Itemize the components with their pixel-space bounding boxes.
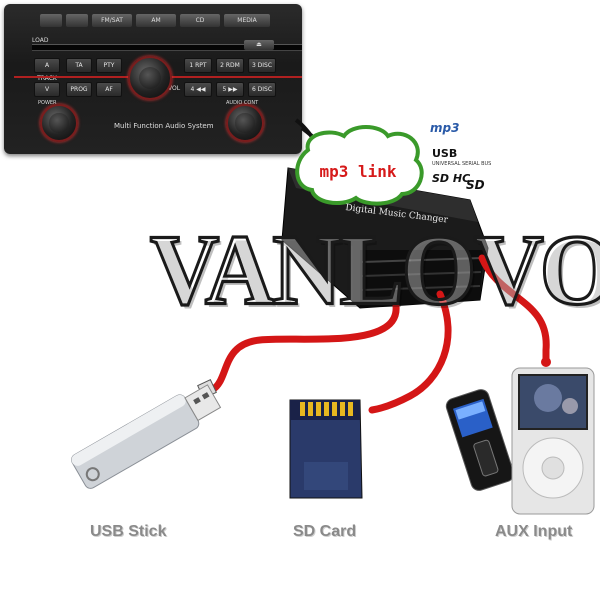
stereo-preset-4-button: 4 ◀◀ <box>184 82 212 97</box>
stereo-preset-3-button: 3 DISC <box>248 58 276 73</box>
stereo-vol-label: VOL <box>168 85 181 92</box>
stereo-af-button: AF <box>96 82 122 97</box>
vanlovo-watermark: VANLOVO <box>149 213 600 326</box>
stereo-load-label: LOAD <box>32 37 49 44</box>
sdhc-logo: SD HC <box>432 172 471 185</box>
sd-logo: SD <box>466 178 485 192</box>
stereo-am-button: AM <box>136 14 176 27</box>
stereo-system-text: Multi Function Audio System <box>114 122 214 130</box>
sd-cable <box>368 290 452 414</box>
sd-card <box>289 399 363 499</box>
stereo-v-button: V <box>34 82 60 97</box>
mp3-link-label: mp3 link <box>319 162 397 181</box>
car-stereo: FM/SAT AM CD MEDIA LOAD ⏏ A TRACK SEEK T… <box>4 4 302 154</box>
usb-stick-caption: USB Stick <box>90 523 167 540</box>
usb-logo-subtext: UNIVERSAL SERIAL BUS <box>432 161 492 167</box>
stereo-audio-label: AUDIO CONT <box>226 100 259 106</box>
mp3-logo: mp3 <box>430 121 460 135</box>
red-cables <box>208 254 550 414</box>
eject-icon: ⏏ <box>244 40 274 50</box>
stereo-volume-knob <box>128 56 172 100</box>
aux-input-caption: AUX Input <box>495 523 573 540</box>
mp3-player <box>445 389 515 491</box>
stereo-top-button-1 <box>40 14 62 27</box>
stereo-preset-6-button: 6 DISC <box>248 82 276 97</box>
aux-cable <box>478 254 550 366</box>
stereo-preset-5-button: 5 ▶▶ <box>216 82 244 97</box>
usb-cable <box>208 302 400 394</box>
stereo-top-button-2 <box>66 14 88 27</box>
stereo-cd-button: CD <box>180 14 220 27</box>
stereo-media-button: MEDIA <box>224 14 270 27</box>
ipod-device <box>511 367 595 515</box>
cd-slot <box>32 44 302 51</box>
usb-stick <box>71 384 222 489</box>
stereo-power-label: POWER <box>38 100 57 106</box>
stereo-fm-sat-button: FM/SAT <box>92 14 132 27</box>
stereo-ta-button: TA <box>66 58 92 73</box>
mp3-link-bubble <box>295 125 424 206</box>
stereo-power-knob <box>40 104 78 142</box>
stereo-audio-knob <box>226 104 264 142</box>
stereo-preset-1-button: 1 RPT <box>184 58 212 73</box>
sd-card-caption: SD Card <box>293 523 357 540</box>
stereo-preset-2-button: 2 RDM <box>216 58 244 73</box>
stereo-pty-button: PTY <box>96 58 122 73</box>
stereo-prog-button: PROG <box>66 82 92 97</box>
usb-logo: USB <box>432 147 458 160</box>
aux-plug <box>541 357 551 367</box>
